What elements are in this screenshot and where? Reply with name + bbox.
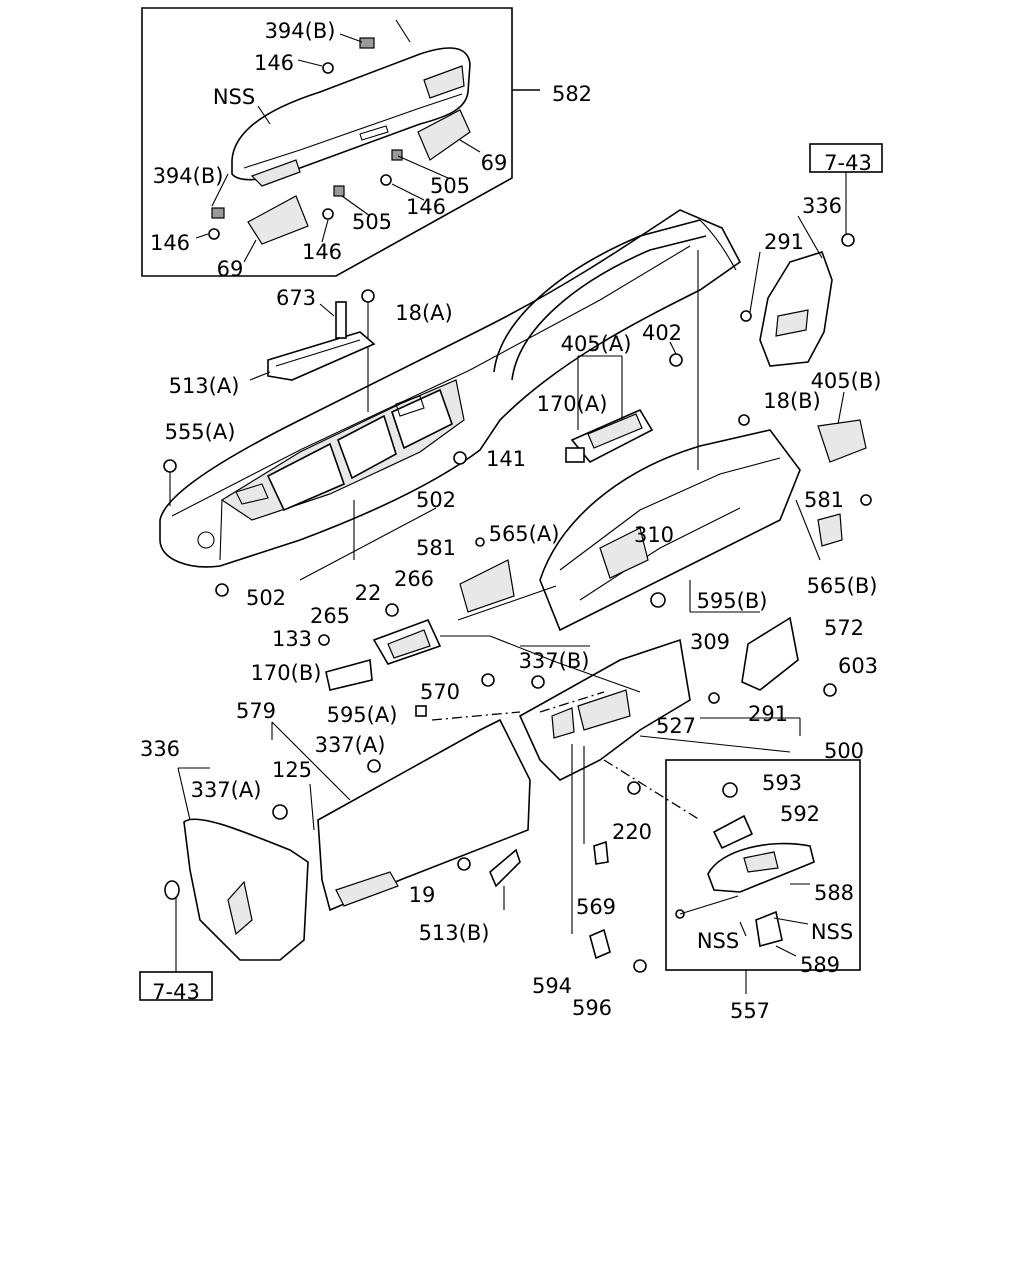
- part-label-l743_top: 7-43: [824, 151, 872, 175]
- part-label-l125: 125: [272, 758, 312, 782]
- part-label-l595a: 595(A): [327, 703, 398, 727]
- upper-instrument-panel: [159, 209, 742, 597]
- end-cover-right: [740, 215, 855, 367]
- part-label-lnss_l: NSS: [697, 929, 739, 953]
- part-label-l146_d: 146: [302, 240, 342, 264]
- part-label-l337b: 337(B): [519, 649, 590, 673]
- part-label-l557: 557: [730, 999, 770, 1023]
- bracket-513a: [249, 301, 376, 381]
- part-label-l673: 673: [276, 286, 316, 310]
- ashtray-265: [318, 603, 442, 691]
- part-label-l570: 570: [420, 680, 460, 704]
- part-label-l500: 500: [824, 739, 864, 763]
- part-label-l141: 141: [486, 447, 526, 471]
- part-label-lnss_r: NSS: [811, 920, 853, 944]
- part-label-l146_b: 146: [406, 195, 446, 219]
- part-label-l593: 593: [762, 771, 802, 795]
- part-label-l394b_mid: 394(B): [153, 164, 224, 188]
- part-label-l146_c: 146: [150, 231, 190, 255]
- part-label-l569: 569: [576, 895, 616, 919]
- part-label-l505_a: 505: [430, 174, 470, 198]
- part-label-l337a_l: 337(A): [191, 778, 262, 802]
- bracket-513b: [457, 848, 521, 910]
- part-label-l596: 596: [572, 996, 612, 1020]
- part-label-l170b: 170(B): [251, 661, 322, 685]
- vent-69-left: [247, 195, 309, 245]
- part-label-l572: 572: [824, 616, 864, 640]
- part-label-l581_r: 581: [804, 488, 844, 512]
- part-label-l743_bot: 7-43: [152, 980, 200, 1004]
- part-label-l310: 310: [634, 523, 674, 547]
- part-label-l513a: 513(A): [169, 374, 240, 398]
- part-label-l603: 603: [838, 654, 878, 678]
- part-label-l405a: 405(A): [561, 332, 632, 356]
- part-label-l18a: 18(A): [395, 301, 452, 325]
- part-label-l18b: 18(B): [763, 389, 821, 413]
- part-label-l565b: 565(B): [807, 574, 878, 598]
- part-label-l170a: 170(A): [537, 392, 608, 416]
- part-label-l394b_top: 394(B): [265, 19, 336, 43]
- part-label-l266: 266: [394, 567, 434, 591]
- part-label-l594: 594: [532, 974, 572, 998]
- part-label-l336_l: 336: [140, 737, 180, 761]
- lower-panel-500: [518, 638, 801, 781]
- switch-565a: [457, 537, 557, 621]
- part-label-l527: 527: [656, 714, 696, 738]
- part-label-l581_l: 581: [416, 536, 456, 560]
- part-label-l502_b: 502: [246, 586, 286, 610]
- part-label-l505_b: 505: [352, 210, 392, 234]
- side-panel-572: [708, 616, 837, 704]
- part-label-l555a: 555(A): [165, 420, 236, 444]
- upper-duct-inset: [141, 7, 540, 277]
- part-label-l582: 582: [552, 82, 592, 106]
- part-label-l405b: 405(B): [811, 369, 882, 393]
- lower-cover-579: [271, 673, 531, 912]
- small-parts-lower: [571, 744, 647, 973]
- part-label-l502_a: 502: [416, 488, 456, 512]
- part-label-l337a_m: 337(A): [315, 733, 386, 757]
- part-label-l592: 592: [780, 802, 820, 826]
- part-label-l19: 19: [409, 883, 436, 907]
- part-label-l565a: 565(A): [489, 522, 560, 546]
- part-label-l291_b: 291: [748, 702, 788, 726]
- part-label-l579: 579: [236, 699, 276, 723]
- part-label-l220: 220: [612, 820, 652, 844]
- part-label-lnss_top: NSS: [213, 85, 255, 109]
- part-label-l22: 22: [355, 581, 382, 605]
- part-label-l588: 588: [814, 881, 854, 905]
- part-label-l291_r: 291: [764, 230, 804, 254]
- switch-565b: [795, 494, 872, 561]
- part-label-l589: 589: [800, 953, 840, 977]
- part-label-l265: 265: [310, 604, 350, 628]
- part-label-l69_b: 69: [217, 257, 244, 281]
- part-label-l336_r: 336: [802, 194, 842, 218]
- bezel-405a: [565, 341, 683, 464]
- part-label-l513b: 513(B): [419, 921, 490, 945]
- vent-69-right: [417, 109, 471, 161]
- part-label-l309: 309: [690, 630, 730, 654]
- switch-405b: [817, 391, 867, 463]
- part-label-l402: 402: [642, 321, 682, 345]
- end-cover-left: [164, 767, 315, 961]
- part-label-l69_a: 69: [481, 151, 508, 175]
- part-label-l595b: 595(B): [697, 589, 768, 613]
- glove-box-inset: [665, 759, 861, 994]
- part-label-l133: 133: [272, 627, 312, 651]
- reinforcement-309: [539, 414, 801, 632]
- part-label-l146_a: 146: [254, 51, 294, 75]
